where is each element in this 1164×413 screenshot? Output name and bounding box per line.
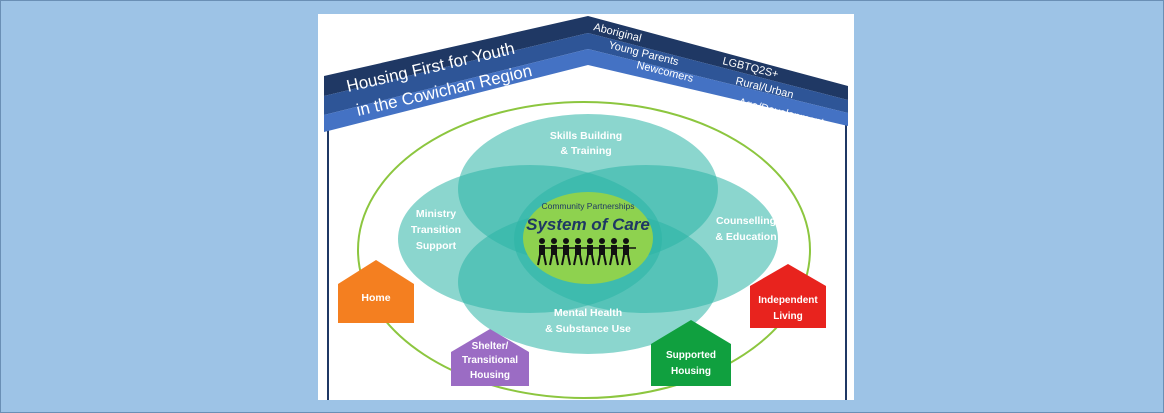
house-supported: Supported Housing <box>651 320 731 386</box>
label-ministry-2: Transition <box>411 224 461 236</box>
house-independent-label-1: Independent <box>758 295 818 306</box>
house-shelter-label-2: Transitional <box>462 355 518 366</box>
label-skills-1: Skills Building <box>550 130 622 142</box>
roof-band-dark <box>324 16 848 100</box>
house-independent: Independent Living <box>750 264 826 328</box>
house-shelter-label-1: Shelter/ <box>472 341 509 352</box>
center-ellipse <box>523 192 653 284</box>
center-subtitle: Community Partnerships <box>541 201 634 211</box>
label-mental-health-1: Mental Health <box>554 307 622 319</box>
label-mental-health-2: & Substance Use <box>545 323 631 335</box>
label-skills-2: & Training <box>560 145 611 157</box>
house-home-label: Home <box>361 292 390 304</box>
outer-ring <box>357 101 811 399</box>
house-supported-label-1: Supported <box>666 350 716 361</box>
roof-banner <box>324 16 848 132</box>
house-home: Home <box>338 260 414 323</box>
house-shelter: Shelter/ Transitional Housing <box>451 329 529 386</box>
people-chain-icon <box>537 237 636 266</box>
label-ministry-3: Support <box>416 240 457 252</box>
house-supported-label-2: Housing <box>671 366 711 377</box>
label-ministry-1: Ministry <box>416 208 456 220</box>
label-counselling-1: Counselling <box>716 215 776 227</box>
roof-band-mid <box>324 33 848 115</box>
roof-band-light <box>324 49 848 132</box>
diagram-card: Housing First for Youth in the Cowichan … <box>318 14 854 400</box>
house-shelter-label-3: Housing <box>470 370 510 381</box>
house-outline <box>327 118 847 400</box>
label-counselling-2: & Education <box>715 231 776 243</box>
center-title: System of Care <box>526 215 650 234</box>
house-independent-label-2: Living <box>773 311 802 322</box>
housing-first-diagram: Housing First for Youth in the Cowichan … <box>324 16 848 400</box>
